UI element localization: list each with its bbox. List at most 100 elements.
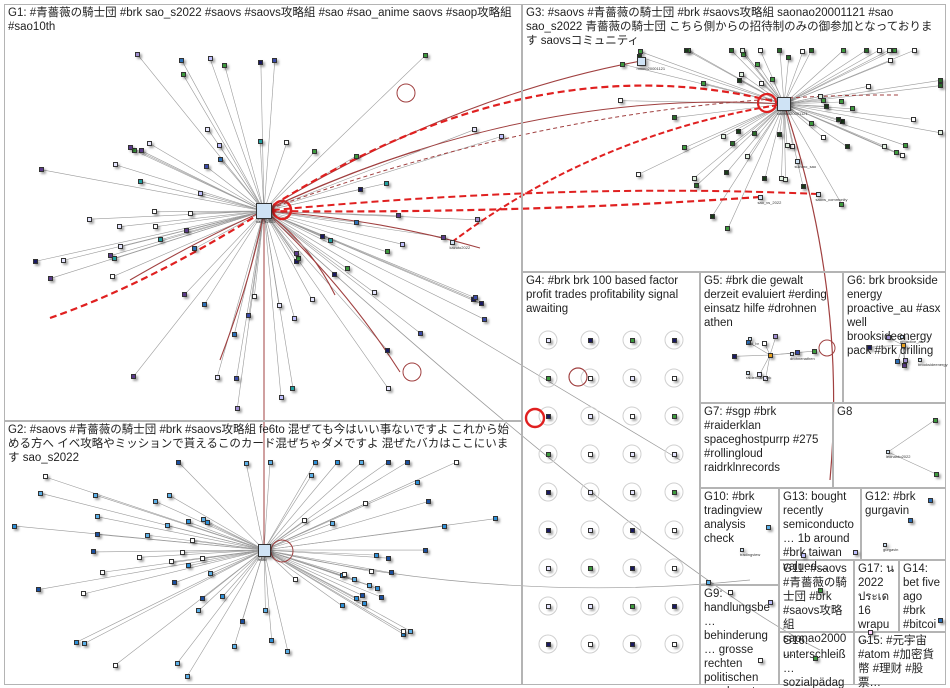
g1-node[interactable] [201, 302, 207, 308]
g1-node[interactable] [184, 227, 190, 233]
g5-b-node[interactable] [790, 352, 794, 356]
g15-node[interactable] [867, 629, 873, 635]
g3-node[interactable] [723, 170, 729, 176]
g1-node[interactable] [207, 56, 213, 62]
g4-node[interactable] [671, 375, 677, 381]
g2-node[interactable] [95, 514, 101, 520]
g1-node[interactable] [107, 253, 113, 259]
g1-node[interactable] [422, 53, 428, 59]
g3-node[interactable] [730, 140, 736, 146]
g3-node[interactable] [937, 77, 943, 83]
g3-node[interactable] [720, 134, 726, 140]
g3-node[interactable] [783, 176, 788, 182]
g2-node[interactable] [185, 519, 191, 525]
g1-node[interactable] [111, 256, 117, 262]
g5-node[interactable] [812, 348, 818, 354]
g3-hub-node[interactable] [777, 97, 791, 111]
g3-node[interactable] [755, 61, 761, 67]
g3-node[interactable] [893, 149, 899, 155]
g3-node[interactable] [881, 143, 887, 149]
g2-node[interactable] [329, 520, 335, 526]
g1-node[interactable] [320, 234, 325, 240]
g4-node[interactable] [629, 337, 635, 343]
group-g7[interactable]: G7: #sgp #brk #raiderklan spaceghostpurr… [700, 403, 833, 488]
g2-node[interactable] [373, 552, 379, 558]
g12-node[interactable] [927, 497, 933, 503]
g3-node[interactable] [835, 116, 841, 122]
g2-node[interactable] [352, 576, 358, 582]
g1-node[interactable] [345, 266, 351, 272]
g6-node[interactable] [902, 358, 908, 363]
g1-node[interactable] [276, 303, 282, 309]
g1-node[interactable] [384, 249, 390, 255]
group-g3[interactable]: G3: #saovs #青薔薇の騎士団 #brk #saovs攻略組 saona… [522, 4, 946, 272]
g2-node[interactable] [454, 459, 459, 465]
g1-node[interactable] [386, 386, 392, 392]
g4-node[interactable] [671, 413, 677, 419]
g2-node[interactable] [493, 516, 499, 522]
g3-node[interactable] [820, 98, 826, 104]
g2-node[interactable] [302, 517, 308, 523]
g3-node[interactable] [736, 129, 742, 135]
g2-node[interactable] [167, 493, 173, 499]
g1-mid-node[interactable] [449, 239, 455, 245]
g3-node[interactable] [800, 184, 806, 190]
g2-node[interactable] [441, 523, 447, 529]
g10-a-node[interactable] [740, 548, 744, 552]
g3-node[interactable] [700, 80, 706, 86]
g2-node[interactable] [426, 498, 432, 504]
g4-node[interactable] [629, 451, 635, 457]
g1-node[interactable] [417, 330, 423, 336]
g3-node[interactable] [912, 47, 918, 53]
g1-node[interactable] [475, 217, 481, 223]
g3-node[interactable] [757, 47, 763, 53]
g3-node[interactable] [751, 131, 757, 137]
g3-node[interactable] [823, 103, 829, 109]
g2-node[interactable] [362, 501, 368, 507]
g3-node[interactable] [741, 52, 747, 58]
g3-node[interactable] [899, 153, 905, 159]
g1-node[interactable] [151, 209, 157, 215]
g1-node[interactable] [332, 271, 338, 277]
g1-node[interactable] [234, 405, 240, 411]
g1-node[interactable] [38, 167, 44, 173]
g3-node[interactable] [620, 61, 626, 67]
g4-node[interactable] [671, 451, 677, 457]
g2-node[interactable] [369, 569, 375, 575]
g11-node[interactable] [817, 587, 823, 593]
g2-node[interactable] [231, 643, 237, 649]
g12-node[interactable] [907, 517, 913, 523]
g4-node[interactable] [545, 489, 551, 495]
g2-node[interactable] [308, 472, 314, 478]
g8-node[interactable] [933, 471, 939, 477]
g6-node[interactable] [902, 362, 908, 368]
g2-node[interactable] [12, 523, 18, 529]
g1-node[interactable] [284, 140, 290, 146]
g1-node[interactable] [400, 241, 406, 247]
g2-node[interactable] [82, 640, 88, 646]
g2-node[interactable] [112, 662, 118, 668]
g3-node[interactable] [739, 71, 745, 77]
group-g16[interactable]: G16: unterschleiß… sozialpädag… [779, 632, 854, 688]
g3-low-node[interactable] [815, 191, 821, 197]
g2-node[interactable] [359, 459, 365, 465]
group-g17[interactable]: G17: น 2022 ประเด 16 wrapu… [854, 560, 899, 645]
g3-node[interactable] [891, 47, 897, 53]
g1-node[interactable] [33, 258, 39, 264]
g3-node[interactable] [777, 131, 783, 137]
g2-node[interactable] [93, 492, 99, 498]
g3-node[interactable] [800, 49, 806, 55]
g1-node[interactable] [110, 274, 116, 280]
g4-node[interactable] [587, 489, 593, 495]
g1-node[interactable] [118, 244, 124, 250]
g3-node[interactable] [864, 47, 870, 53]
g3-node[interactable] [745, 154, 751, 160]
group-g9[interactable]: G9: handlungsbe… behinderung… grosse rec… [700, 585, 779, 688]
g1-node[interactable] [48, 275, 54, 281]
g2-node[interactable] [36, 587, 42, 593]
g2-node[interactable] [94, 531, 100, 537]
g2-node[interactable] [74, 639, 80, 645]
g4-node[interactable] [545, 565, 551, 571]
g2-node[interactable] [42, 474, 48, 480]
group-g14[interactable]: G14: bet five ago #brk #bitcoi… [899, 560, 946, 645]
